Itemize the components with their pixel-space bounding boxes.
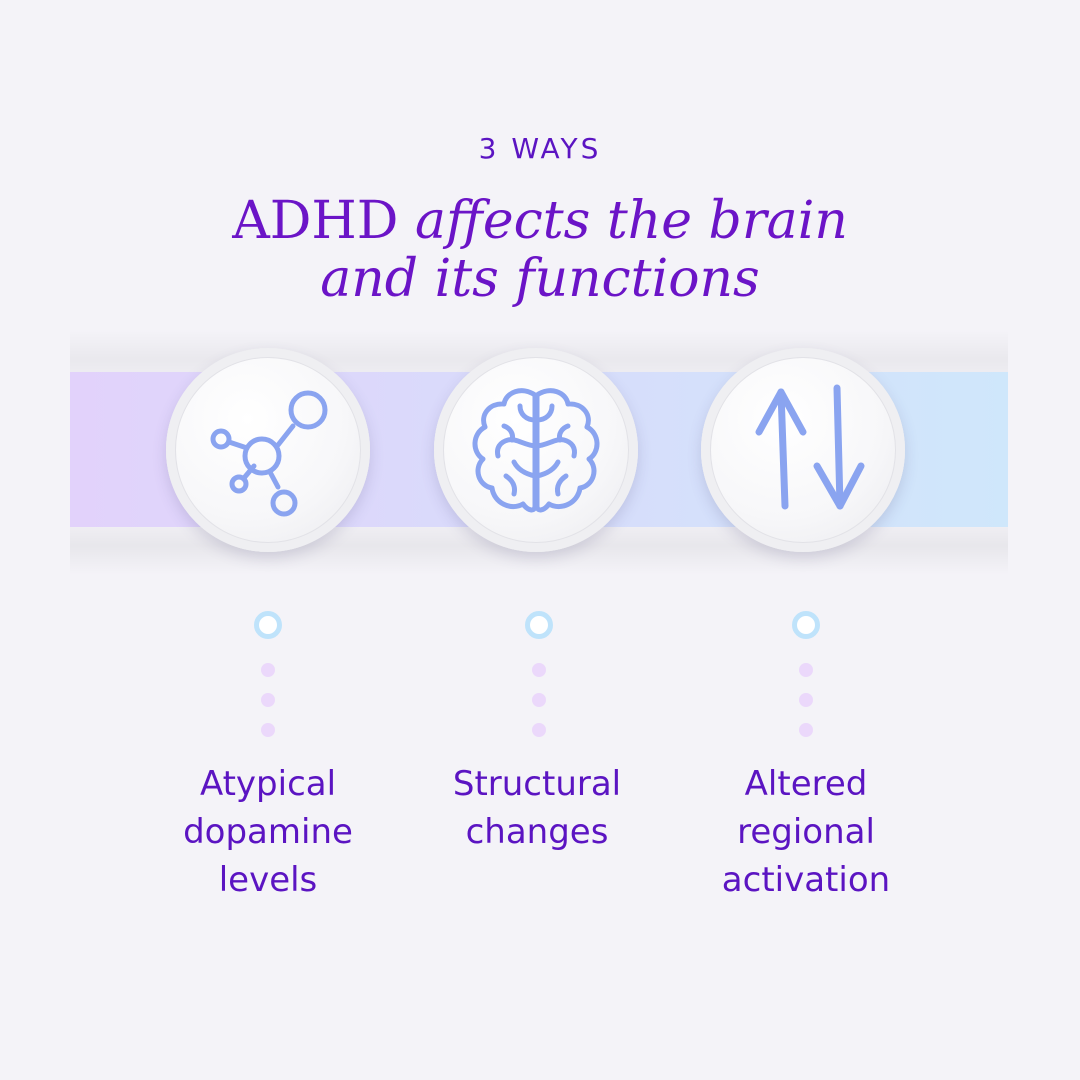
brain-icon (472, 388, 600, 513)
connector-dot (799, 693, 813, 707)
up-down-arrows-icon (755, 384, 865, 510)
connector-dot (261, 663, 275, 677)
label-line: levels (218, 860, 318, 900)
label-structural: Structural changes (407, 760, 667, 856)
label-line: regional (737, 812, 875, 852)
brain-badge (434, 348, 638, 552)
label-activation: Altered regional activation (676, 760, 936, 904)
connector-ring (525, 611, 553, 639)
label-line: Altered (744, 764, 868, 804)
label-line: changes (465, 812, 609, 852)
arrows-badge (701, 348, 905, 552)
connector-dot (532, 723, 546, 737)
label-line: Structural (452, 764, 622, 804)
headline-line-2: and its functions (320, 249, 760, 309)
connector-dot (261, 693, 275, 707)
connector-ring (254, 611, 282, 639)
molecule-icon (210, 390, 328, 517)
connector-dot (532, 663, 546, 677)
headline-part-1: ADHD (232, 191, 415, 251)
connector-dot (799, 663, 813, 677)
headline-part-2: affects the brain (415, 191, 848, 251)
connector-dot (261, 723, 275, 737)
label-line: activation (721, 860, 891, 900)
connector-ring (792, 611, 820, 639)
connector-dot (532, 693, 546, 707)
connector-dot (799, 723, 813, 737)
headline: ADHD affects the brain and its functions (0, 192, 1080, 308)
label-line: dopamine (183, 812, 353, 852)
label-line: Atypical (199, 764, 337, 804)
molecule-badge (166, 348, 370, 552)
label-dopamine: Atypical dopamine levels (138, 760, 398, 904)
eyebrow-text: 3 WAYS (478, 132, 602, 165)
